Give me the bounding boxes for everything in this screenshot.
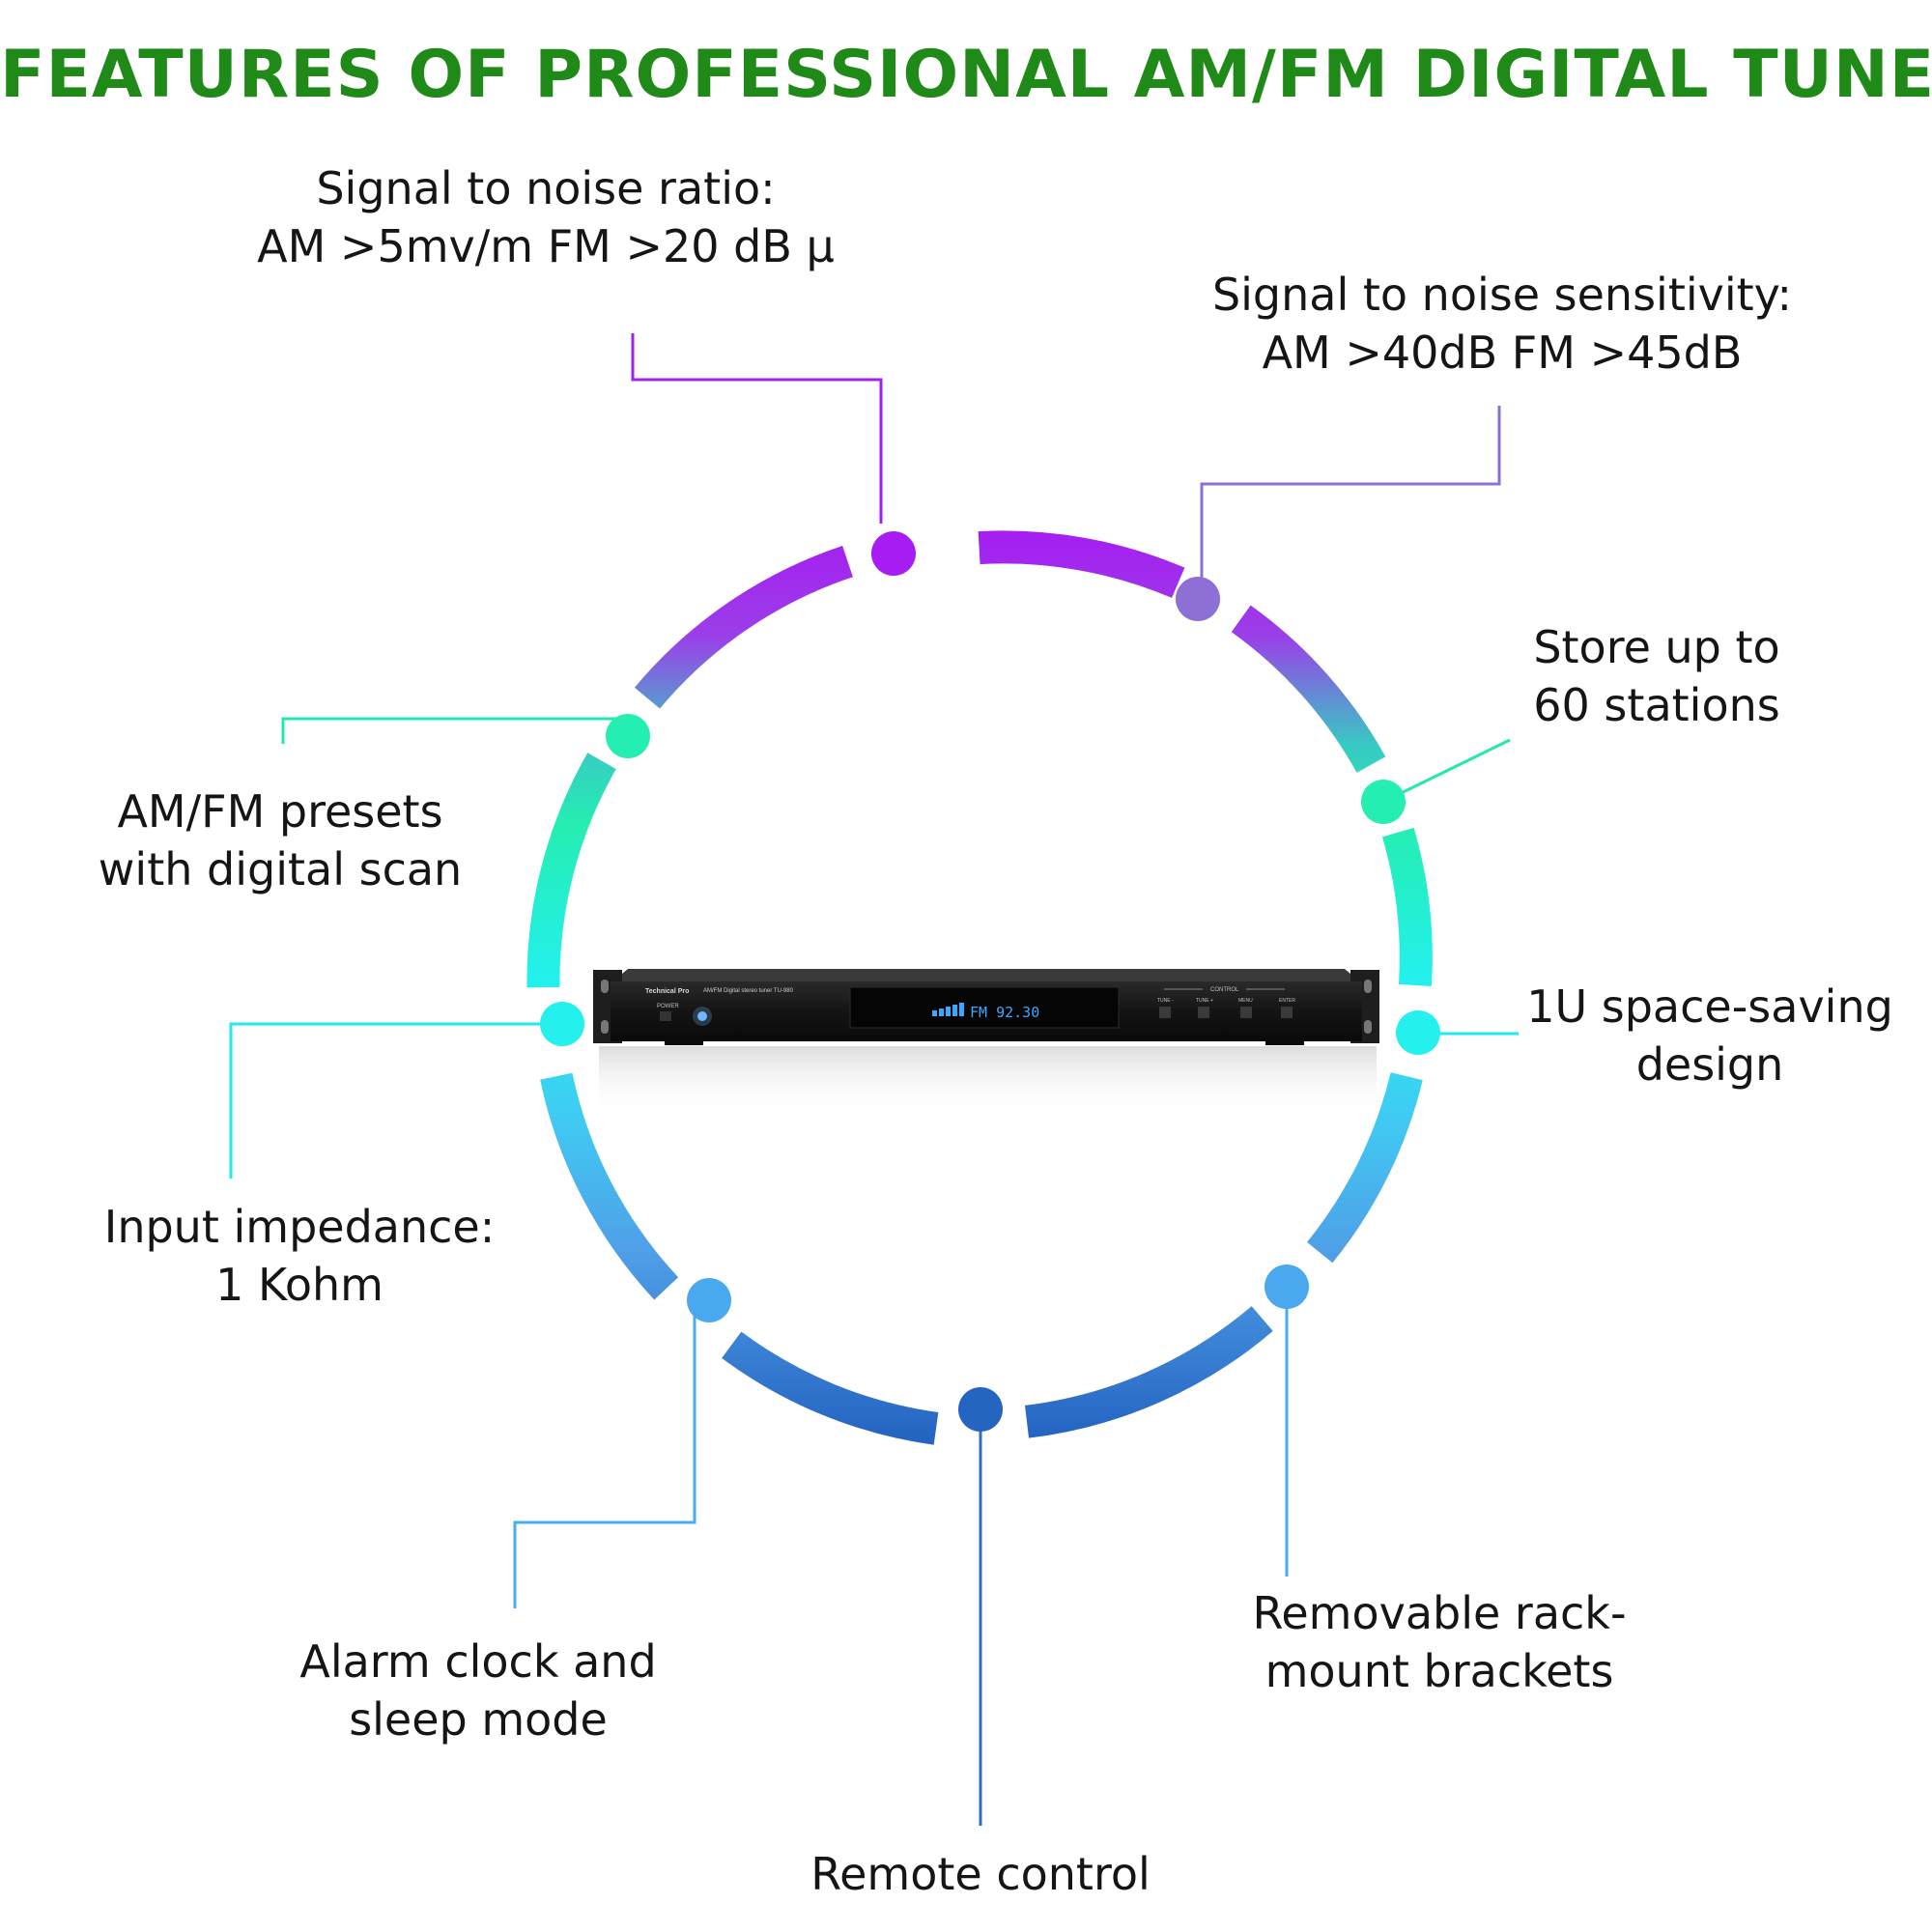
feature-store-line2: 60 stations — [1533, 679, 1780, 731]
node-store — [1361, 780, 1406, 824]
feature-alarm-line1: Alarm clock and — [299, 1635, 657, 1688]
feature-snr-ratio-line1: Signal to noise ratio: — [316, 162, 776, 214]
ring-arc-4 — [1306, 1072, 1423, 1264]
tune-up-button[interactable] — [1198, 1007, 1209, 1018]
enter-button[interactable] — [1281, 1007, 1293, 1018]
gradient-ring — [526, 530, 1433, 1445]
power-label: POWER — [657, 1004, 679, 1009]
ring-arc-5 — [1024, 1306, 1273, 1438]
connector-snr-ratio — [631, 333, 883, 524]
feature-store-line1: Store up to — [1533, 621, 1780, 673]
connector-presets — [281, 717, 630, 744]
ring-arc-2 — [1231, 605, 1386, 773]
power-led — [697, 1011, 707, 1021]
tune-down-label: TUNE - — [1157, 998, 1174, 1004]
control-label: CONTROL — [1210, 987, 1239, 993]
feature-1u-line1: 1U space-saving — [1526, 980, 1893, 1033]
feature-remote: Remote control — [782, 1845, 1179, 1903]
connector-alarm — [513, 1300, 696, 1608]
node-1u — [1396, 1010, 1440, 1055]
feature-presets-line2: with digital scan — [98, 843, 463, 895]
signal-bars — [932, 1003, 964, 1016]
power-button[interactable] — [660, 1011, 671, 1021]
connector-store — [1382, 738, 1511, 804]
feature-snr-ratio-line2: AM >5mv/m FM >20 dB μ — [257, 220, 835, 272]
model-label: AM/FM Digital stereo tuner TU-980 — [703, 988, 794, 994]
tuner-device: Technical Pro AM/FM Digital stereo tuner… — [593, 969, 1379, 1114]
page-title: FEATURES OF PROFESSIONAL AM/FM DIGITAL T… — [0, 37, 1932, 113]
ring-arc-3 — [1381, 827, 1433, 986]
ring-arc-7 — [540, 1072, 679, 1300]
enter-label: ENTER — [1279, 998, 1295, 1004]
feature-snr-sensitivity-line2: AM >40dB FM >45dB — [1262, 327, 1743, 379]
feature-impedance: Input impedance: 1 Kohm — [97, 1198, 502, 1314]
feature-impedance-line2: 1 Kohm — [215, 1259, 384, 1311]
display-window — [849, 986, 1120, 1029]
feature-brackets: Removable rack- mount brackets — [1217, 1584, 1662, 1700]
feature-brackets-line2: mount brackets — [1264, 1645, 1614, 1697]
feature-presets-line1: AM/FM presets — [117, 785, 443, 838]
feature-snr-ratio: Signal to noise ratio: AM >5mv/m FM >20 … — [232, 159, 860, 275]
node-snr-sensitivity — [1176, 577, 1220, 621]
ring-arc-9 — [634, 545, 853, 709]
connector-snr-sensitivity — [1200, 406, 1501, 599]
menu-button[interactable] — [1240, 1007, 1252, 1018]
menu-label: MENU — [1238, 998, 1253, 1004]
feature-alarm: Alarm clock and sleep mode — [270, 1633, 686, 1748]
node-remote — [958, 1387, 1003, 1432]
node-impedance — [540, 1002, 584, 1046]
device-reflection — [599, 1046, 1377, 1114]
ring-arc-8 — [526, 753, 616, 988]
device-top-lid — [611, 969, 1362, 983]
ring-arc-6 — [722, 1331, 939, 1445]
tune-up-label: TUNE + — [1196, 998, 1213, 1004]
feature-1u-line2: design — [1635, 1038, 1784, 1091]
feature-snr-sensitivity: Signal to noise sensitivity: AM >40dB FM… — [1188, 266, 1816, 382]
ring-arc-1 — [978, 530, 1185, 598]
tune-down-button[interactable] — [1159, 1007, 1171, 1018]
connector-impedance — [229, 1022, 562, 1179]
feature-alarm-line2: sleep mode — [349, 1693, 608, 1746]
node-alarm — [687, 1278, 731, 1322]
feature-brackets-line1: Removable rack- — [1252, 1587, 1627, 1639]
feature-store: Store up to 60 stations — [1488, 618, 1826, 734]
feature-1u: 1U space-saving design — [1502, 978, 1918, 1094]
brand-logo: Technical Pro — [645, 988, 689, 995]
node-brackets — [1264, 1264, 1309, 1309]
feature-impedance-line1: Input impedance: — [103, 1201, 496, 1253]
node-presets — [606, 714, 650, 758]
node-snr-ratio — [871, 531, 916, 576]
feature-remote-line1: Remote control — [810, 1848, 1151, 1900]
frequency-display: FM 92.30 — [970, 1004, 1039, 1021]
feature-presets: AM/FM presets with digital scan — [87, 782, 473, 898]
feature-snr-sensitivity-line1: Signal to noise sensitivity: — [1211, 269, 1793, 321]
